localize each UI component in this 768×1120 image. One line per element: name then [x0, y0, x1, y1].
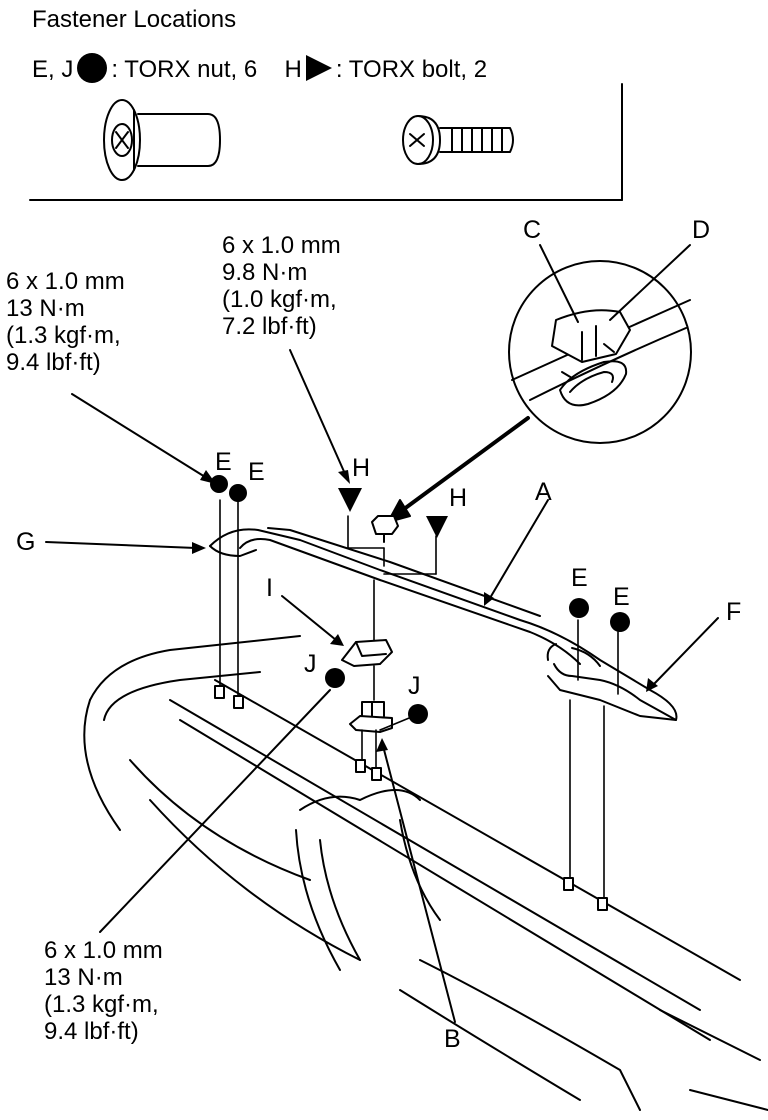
- bolt-symbol-icon: [305, 55, 332, 81]
- label-c: C: [523, 216, 542, 244]
- label-e-2: E: [248, 458, 265, 486]
- torx-nut-icon: [103, 99, 221, 181]
- bolt-description: : TORX bolt, 2: [335, 56, 488, 83]
- nut-description: : TORX nut, 6: [111, 56, 258, 83]
- nut-markers: [210, 475, 630, 724]
- mount-bracket: [349, 701, 393, 733]
- label-g: G: [16, 528, 36, 556]
- bolt-letters: H: [284, 56, 302, 83]
- studs: [214, 685, 608, 911]
- roof-rail: [209, 527, 678, 721]
- legend-frame: [29, 83, 623, 201]
- torx-bolt-icon: [402, 115, 514, 165]
- fastener-guides: [219, 499, 619, 901]
- label-d: D: [692, 216, 711, 244]
- label-j-2: J: [408, 672, 421, 700]
- legend-line: E, J : TORX nut, 6 H : TORX bolt, 2: [32, 53, 487, 83]
- torque-callout-e: 6 x 1.0 mm 13 N·m (1.3 kgf·m, 9.4 lbf·ft…: [6, 268, 125, 376]
- clip-part: [371, 515, 399, 543]
- leader-lines: [45, 349, 719, 1023]
- bolt-markers: [338, 488, 448, 538]
- vehicle-roof: [83, 635, 768, 1111]
- label-b: B: [444, 1025, 461, 1053]
- label-e-3: E: [571, 564, 588, 592]
- label-a: A: [535, 478, 552, 506]
- label-e-1: E: [215, 448, 232, 476]
- label-i: I: [266, 574, 273, 602]
- cover-piece: [341, 639, 393, 667]
- label-j-1: J: [304, 650, 317, 678]
- nut-symbol-icon: [77, 53, 108, 83]
- label-h-1: H: [352, 454, 371, 482]
- label-h-2: H: [449, 484, 468, 512]
- torque-callout-j: 6 x 1.0 mm 13 N·m (1.3 kgf·m, 9.4 lbf·ft…: [44, 937, 163, 1045]
- label-e-4: E: [613, 583, 630, 611]
- legend-title: Fastener Locations: [32, 6, 237, 33]
- torque-callout-h: 6 x 1.0 mm 9.8 N·m (1.0 kgf·m, 7.2 lbf·f…: [222, 232, 341, 340]
- clip-detail-magnifier: [398, 244, 692, 514]
- nut-letters: E, J: [32, 56, 74, 83]
- label-f: F: [726, 598, 742, 626]
